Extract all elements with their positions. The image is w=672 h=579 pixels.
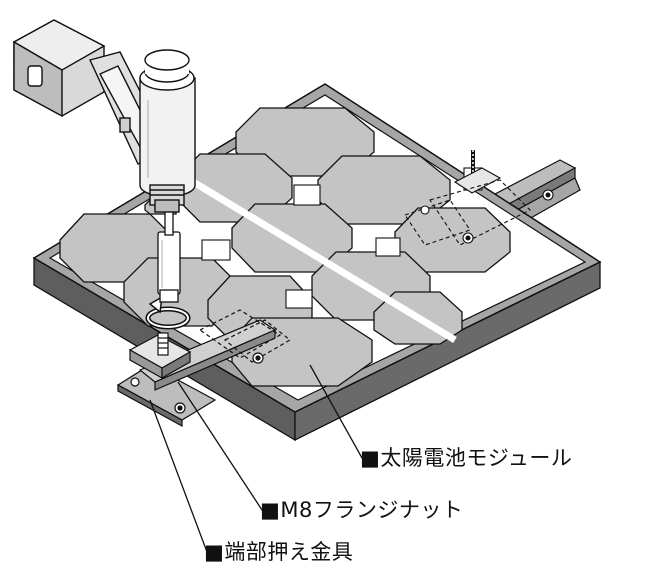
cell-gaps xyxy=(201,184,401,309)
callout-solar-module: ■太陽電池モジュール xyxy=(360,446,573,470)
end-clamp-assembly xyxy=(116,309,292,428)
impact-driver xyxy=(12,19,196,213)
cell-divider-strip xyxy=(188,177,457,343)
callout-end-clamp: ■端部押え金具 xyxy=(204,540,354,564)
callout-flange-nut: ■M8フランジナット xyxy=(260,498,464,522)
right-clamp xyxy=(404,150,554,246)
rotation-arrow-icon xyxy=(145,295,191,330)
leader-lines xyxy=(149,364,372,553)
socket-extension xyxy=(157,204,181,303)
